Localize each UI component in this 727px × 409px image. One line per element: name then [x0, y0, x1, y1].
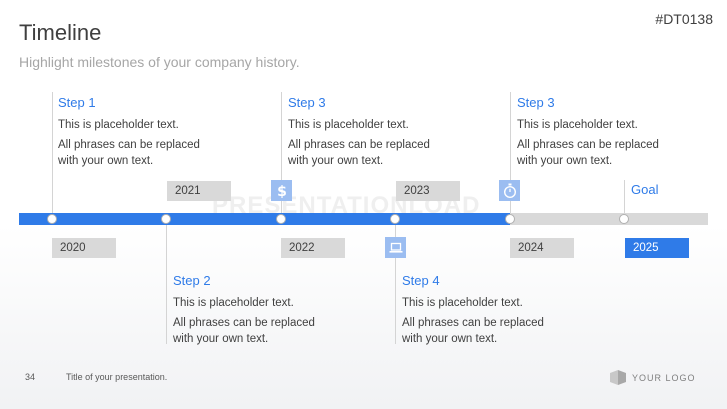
timeline-dot-2025	[619, 214, 629, 224]
step-1-line2: All phrases can be replaced with your ow…	[58, 139, 200, 167]
logo-text: YOUR LOGO	[632, 373, 696, 383]
step-2-title: Step 2	[173, 273, 211, 288]
step-4-line1: This is placeholder text.	[402, 297, 523, 309]
dollar-icon: $	[271, 180, 292, 201]
year-box-2021: 2021	[167, 181, 231, 201]
timeline-dot-2024	[505, 214, 515, 224]
connector-line-goal	[624, 180, 625, 218]
step-5-text: This is placeholder text. All phrases ca…	[517, 117, 667, 173]
step-5-line2: All phrases can be replaced with your ow…	[517, 139, 659, 167]
step-1-title: Step 1	[58, 95, 96, 110]
connector-line-step-2	[166, 218, 167, 344]
page-title: Timeline	[19, 20, 102, 45]
year-box-2020: 2020	[52, 238, 116, 258]
logo-icon	[609, 370, 627, 391]
page-subtitle: Highlight milestones of your company his…	[19, 54, 300, 70]
year-box-2025: 2025	[625, 238, 689, 258]
stopwatch-icon	[499, 180, 520, 201]
timeline-remaining-bar	[510, 213, 708, 225]
step-4-text: This is placeholder text. All phrases ca…	[402, 295, 552, 351]
connector-line-step-1	[52, 92, 53, 218]
step-1-text: This is placeholder text. All phrases ca…	[58, 117, 208, 173]
connector-line-step-3	[281, 92, 282, 218]
step-3-text: This is placeholder text. All phrases ca…	[288, 117, 438, 173]
step-2-line2: All phrases can be replaced with your ow…	[173, 317, 315, 345]
connector-line-step-5	[510, 92, 511, 218]
step-1-line1: This is placeholder text.	[58, 119, 179, 131]
timeline-dot-2023	[390, 214, 400, 224]
page-number: 34	[25, 372, 36, 382]
slide-code: #DT0138	[655, 11, 713, 27]
timeline-progress-bar	[19, 213, 510, 225]
connector-line-step-4	[395, 218, 396, 344]
goal-label: Goal	[631, 182, 659, 197]
step-3-line2: All phrases can be replaced with your ow…	[288, 139, 430, 167]
step-2-text: This is placeholder text. All phrases ca…	[173, 295, 323, 351]
step-4-title: Step 4	[402, 273, 440, 288]
step-2-line1: This is placeholder text.	[173, 297, 294, 309]
year-box-2024: 2024	[510, 238, 574, 258]
year-box-2022: 2022	[281, 238, 345, 258]
step-5-title: Step 3	[517, 95, 555, 110]
timeline-dot-2020	[47, 214, 57, 224]
step-3-line1: This is placeholder text.	[288, 119, 409, 131]
svg-text:$: $	[277, 184, 287, 199]
step-5-line1: This is placeholder text.	[517, 119, 638, 131]
year-box-2023: 2023	[396, 181, 460, 201]
step-4-line2: All phrases can be replaced with your ow…	[402, 317, 544, 345]
step-3-title: Step 3	[288, 95, 326, 110]
presentation-title: Title of your presentation.	[66, 372, 168, 382]
timeline-dot-2022	[276, 214, 286, 224]
laptop-icon	[385, 237, 406, 258]
timeline-dot-2021	[161, 214, 171, 224]
